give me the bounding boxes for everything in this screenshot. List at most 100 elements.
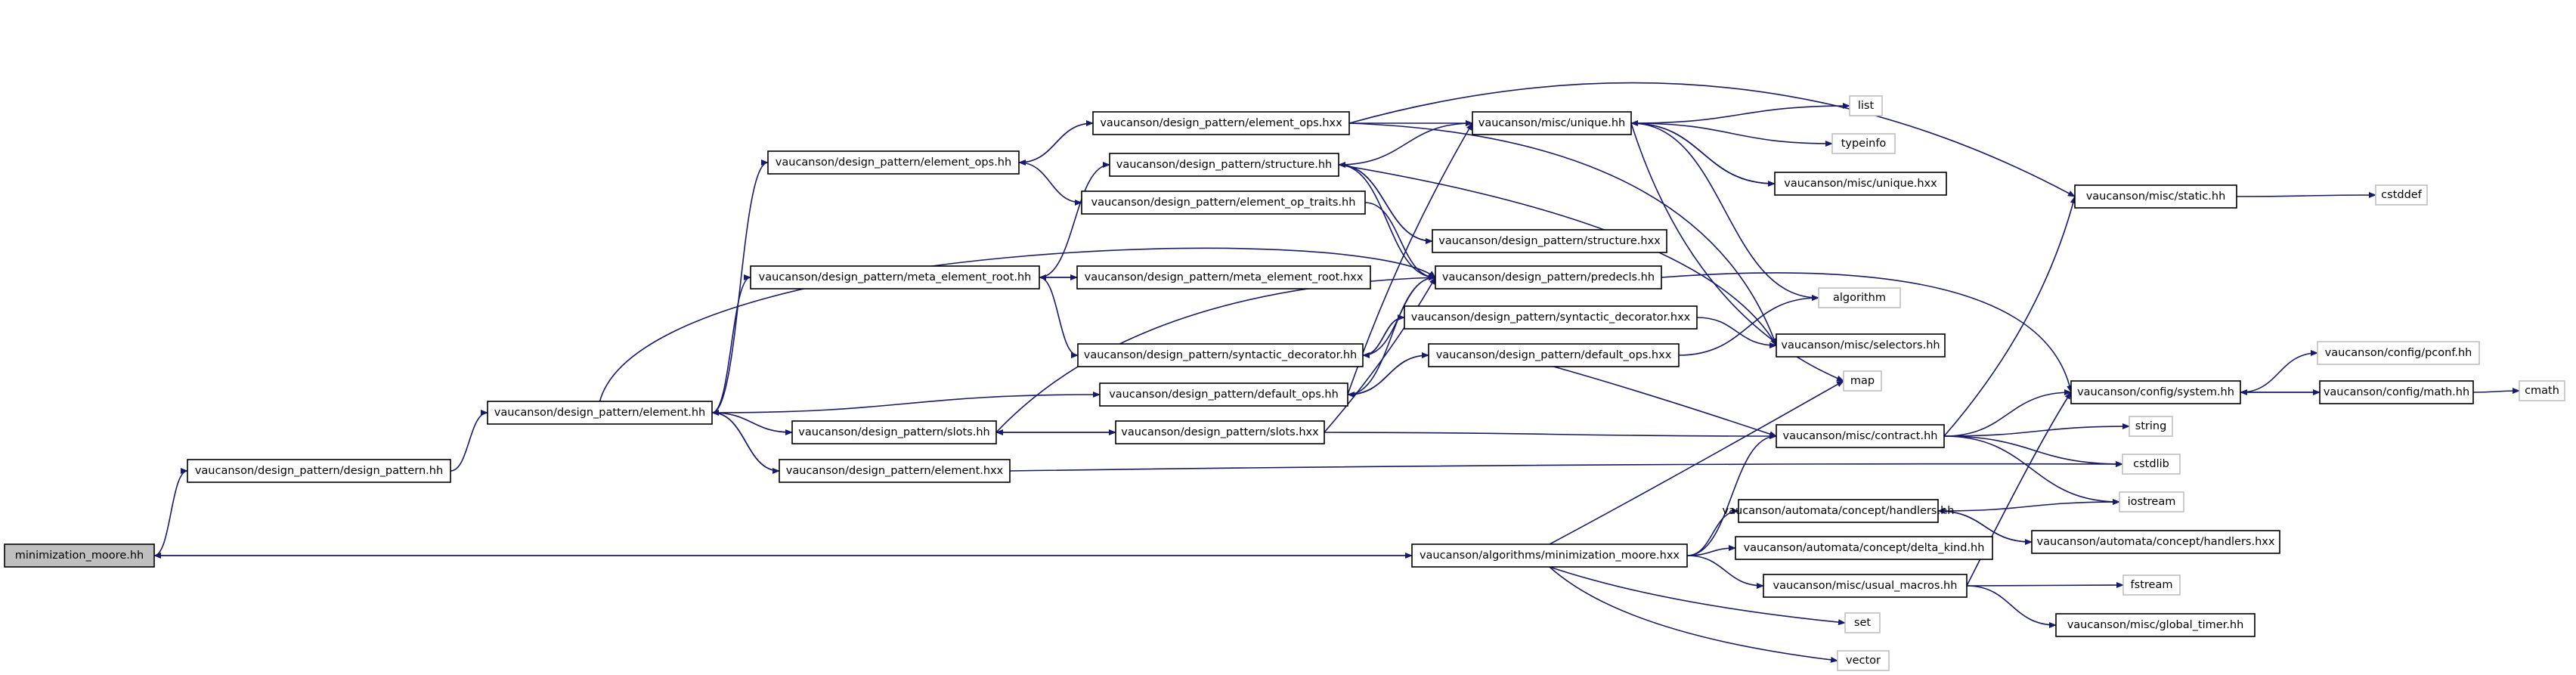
node-s_cstdlib[interactable]: cstdlib	[2122, 454, 2181, 475]
node-dp_dops[interactable]: vaucanson/design_pattern/default_ops.hh	[1099, 382, 1348, 407]
node-box	[487, 401, 713, 425]
edge-alg_mm-to-auto_handlers	[1686, 508, 1739, 556]
node-dp_elx[interactable]: vaucanson/design_pattern/element.hxx	[779, 459, 1011, 483]
node-label: vaucanson/design_pattern/syntactic_decor…	[1411, 311, 1691, 324]
node-label: iostream	[2128, 496, 2176, 508]
node-dp_slots[interactable]: vaucanson/design_pattern/slots.hh	[791, 420, 997, 444]
edge-misc_uniquex-to-misc_unique	[1630, 120, 1776, 184]
node-auto_handlers[interactable]: vaucanson/automata/concept/handlers.hh	[1723, 499, 1955, 523]
node-label: vaucanson/design_pattern/element_ops.hxx	[1100, 117, 1342, 129]
node-s_vector[interactable]: vector	[1837, 650, 1890, 671]
node-label: typeinfo	[1841, 138, 1887, 150]
node-s_set[interactable]: set	[1844, 612, 1881, 633]
node-label: vaucanson/design_pattern/element.hh	[494, 407, 706, 419]
edge-dp_eopsx-to-misc_sel	[1348, 122, 1777, 346]
node-dp_dopsx[interactable]: vaucanson/design_pattern/default_ops.hxx	[1428, 343, 1680, 367]
node-label: vaucanson/design_pattern/structure.hxx	[1438, 235, 1661, 247]
edge-dp_structx-to-dp_struct	[1338, 162, 1433, 242]
node-misc_static[interactable]: vaucanson/misc/static.hh	[2074, 184, 2237, 209]
edge-dp_struct-to-misc_unique	[1338, 120, 1473, 166]
node-box	[1076, 265, 1371, 290]
node-conf_pconf[interactable]: vaucanson/config/pconf.hh	[2317, 341, 2480, 365]
node-label: vaucanson/design_pattern/element_op_trai…	[1091, 197, 1356, 209]
node-dp_struct[interactable]: vaucanson/design_pattern/structure.hh	[1109, 153, 1339, 177]
node-label: vaucanson/design_pattern/slots.hh	[798, 426, 989, 438]
node-dp_predecls[interactable]: vaucanson/design_pattern/predecls.hh	[1435, 265, 1662, 290]
edge-alg_mm-to-misc_usual	[1686, 555, 1764, 589]
node-label: minimization_moore.hh	[15, 550, 144, 562]
node-dp_slotsx[interactable]: vaucanson/design_pattern/slots.hxx	[1115, 420, 1325, 444]
node-box	[2122, 574, 2181, 596]
node-misc_uniquex[interactable]: vaucanson/misc/unique.hxx	[1774, 172, 1947, 196]
node-box	[187, 459, 451, 483]
edge-misc_contract-to-s_iostream	[1943, 435, 2120, 505]
node-dp_eops[interactable]: vaucanson/design_pattern/element_ops.hh	[767, 150, 1020, 175]
node-box	[779, 459, 1011, 483]
node-label: algorithm	[1833, 292, 1886, 304]
node-box	[1818, 287, 1901, 308]
edge-misc_usual-to-s_fstream	[1966, 582, 2124, 589]
node-dp_mer[interactable]: vaucanson/design_pattern/meta_element_ro…	[750, 265, 1040, 290]
node-conf_math[interactable]: vaucanson/config/math.hh	[2319, 380, 2474, 404]
node-dp_structx[interactable]: vaucanson/design_pattern/structure.hxx	[1432, 229, 1667, 253]
node-dp_el[interactable]: vaucanson/design_pattern/element.hh	[487, 401, 713, 425]
node-s_cstddef[interactable]: cstddef	[2375, 184, 2428, 206]
node-label: map	[1850, 375, 1875, 387]
edge-dp_dopsx-to-dp_dops	[1347, 355, 1429, 398]
node-dp_sd[interactable]: vaucanson/design_pattern/syntactic_decor…	[1077, 343, 1364, 367]
edge-conf_math-to-s_cmath	[2472, 388, 2520, 395]
node-misc_timer[interactable]: vaucanson/misc/global_timer.hh	[2055, 613, 2256, 637]
node-label: vaucanson/automata/concept/handlers.hh	[1723, 505, 1955, 517]
edge-dp_elx-to-dp_el	[711, 410, 780, 472]
edge-alg_mm-to-s_vector	[1549, 566, 1838, 663]
node-label: vaucanson/design_pattern/predecls.hh	[1442, 271, 1655, 283]
node-box	[1837, 650, 1890, 671]
edge-dp_mer-to-dp_sd	[1039, 277, 1079, 358]
node-auto_delta[interactable]: vaucanson/automata/concept/delta_kind.hh	[1735, 536, 1993, 560]
node-s_map[interactable]: map	[1843, 370, 1882, 392]
node-s_string[interactable]: string	[2129, 416, 2173, 437]
node-misc_contract[interactable]: vaucanson/misc/contract.hh	[1776, 424, 1945, 448]
node-dp_merx[interactable]: vaucanson/design_pattern/meta_element_ro…	[1076, 265, 1371, 290]
edge-dp_el-to-dp_mer	[711, 274, 751, 413]
node-s_algorithm[interactable]: algorithm	[1818, 287, 1901, 308]
node-misc_usual[interactable]: vaucanson/misc/usual_macros.hh	[1763, 574, 1968, 598]
edge-dp_predecls-to-conf_system	[1661, 272, 2073, 393]
node-s_list[interactable]: list	[1849, 95, 1883, 116]
edge-dp_el-to-dp_predecls	[599, 247, 1436, 402]
node-box	[1404, 305, 1698, 330]
edge-misc_contract-to-s_string	[1943, 423, 2130, 437]
node-auto_handlersx[interactable]: vaucanson/automata/concept/handlers.hxx	[2031, 530, 2280, 554]
node-box	[1099, 382, 1348, 407]
node-box	[2122, 454, 2181, 475]
edge-alg_mm-to-s_map	[1549, 380, 1844, 545]
edge-misc_unique-to-s_typeinfo	[1630, 122, 1833, 147]
node-dp_dp[interactable]: vaucanson/design_pattern/design_pattern.…	[187, 459, 451, 483]
node-root[interactable]: minimization_moore.hh	[4, 543, 155, 568]
edge-dp_slotsx-to-misc_contract	[1324, 432, 1777, 439]
node-box	[750, 265, 1040, 290]
node-box	[4, 543, 155, 568]
edge-dp_dp-to-dp_el	[450, 410, 488, 472]
node-label: vaucanson/design_pattern/default_ops.hh	[1109, 389, 1339, 401]
edge-dp_sdx-to-misc_sel	[1696, 317, 1777, 348]
node-s_cmath[interactable]: cmath	[2519, 380, 2565, 401]
node-dp_sdx[interactable]: vaucanson/design_pattern/syntactic_decor…	[1404, 305, 1698, 330]
node-s_iostream[interactable]: iostream	[2119, 491, 2184, 512]
node-box	[1831, 133, 1896, 154]
node-box	[1115, 420, 1325, 444]
node-s_typeinfo[interactable]: typeinfo	[1831, 133, 1896, 154]
edge-auto_handlersx-to-auto_handlers	[1937, 508, 2033, 543]
node-misc_unique[interactable]: vaucanson/misc/unique.hh	[1472, 111, 1632, 135]
node-alg_mm[interactable]: vaucanson/algorithms/minimization_moore.…	[1411, 543, 1688, 568]
node-box	[1776, 424, 1945, 448]
node-s_fstream[interactable]: fstream	[2122, 574, 2181, 596]
node-dp_eoptr[interactable]: vaucanson/design_pattern/element_op_trai…	[1081, 190, 1366, 215]
node-box	[2375, 184, 2428, 206]
edge-misc_unique-to-s_list	[1630, 103, 1850, 124]
edge-dp_eoptr-to-dp_predecls	[1364, 202, 1436, 280]
node-dp_eopsx[interactable]: vaucanson/design_pattern/element_ops.hxx	[1092, 111, 1350, 135]
edge-dp_elx-to-s_cstdlib	[1009, 460, 2123, 472]
node-misc_sel[interactable]: vaucanson/misc/selectors.hh	[1776, 333, 1946, 358]
node-conf_system[interactable]: vaucanson/config/system.hh	[2070, 380, 2241, 404]
